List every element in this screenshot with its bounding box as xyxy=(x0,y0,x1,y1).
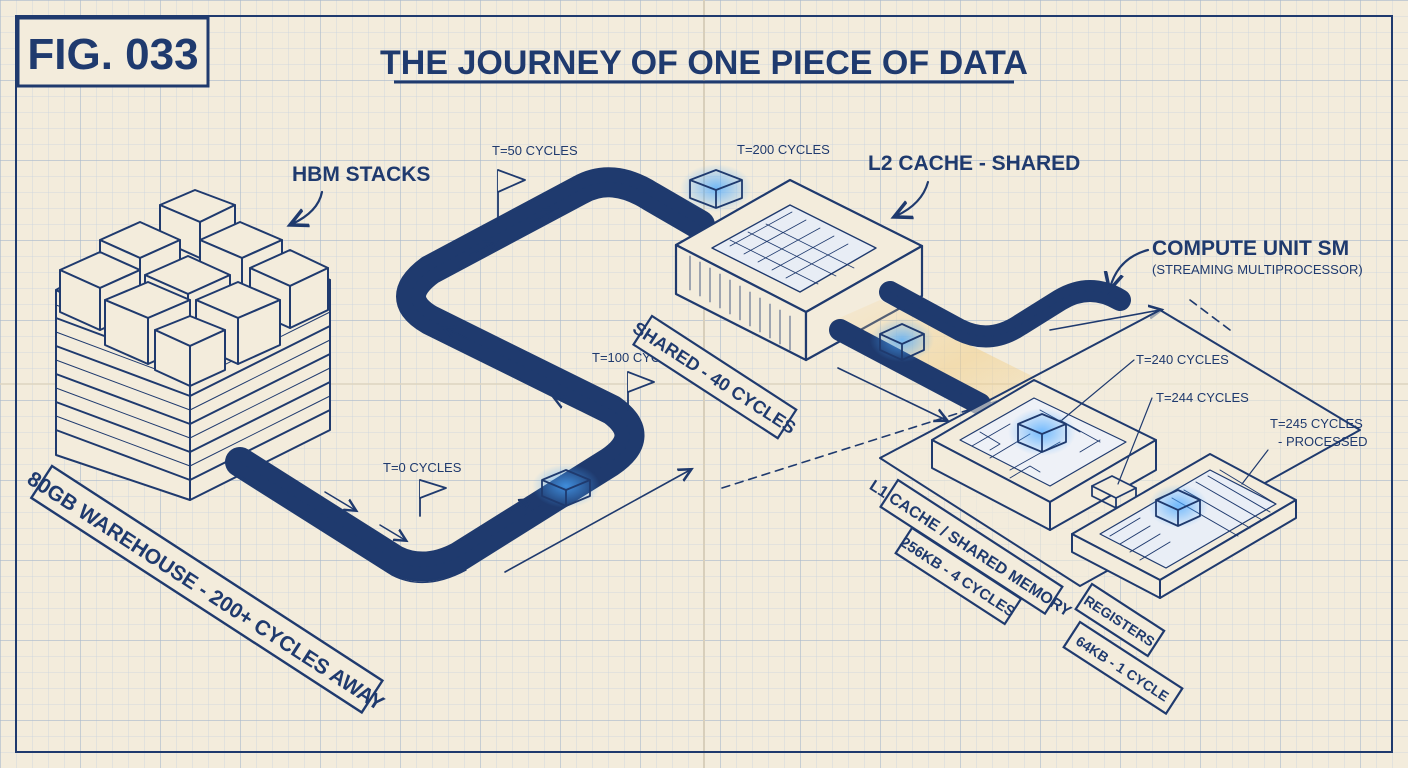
figure-number-box: FIG. 033 xyxy=(18,18,208,86)
data-packet-l1 xyxy=(1008,408,1076,456)
sm-label: COMPUTE UNIT SM xyxy=(1152,237,1349,260)
data-packet-registers xyxy=(1148,484,1208,528)
t240-label: T=240 CYCLES xyxy=(1136,352,1229,367)
sm-sublabel: (STREAMING MULTIPROCESSOR) xyxy=(1152,262,1363,277)
data-packet-l2-exit xyxy=(870,318,934,362)
figure-number: FIG. 033 xyxy=(27,30,198,79)
t245-sublabel: - PROCESSED xyxy=(1278,434,1368,449)
data-packet-t0 xyxy=(532,464,600,508)
t0-label: T=0 CYCLES xyxy=(383,460,462,475)
t50-label: T=50 CYCLES xyxy=(492,143,578,158)
hbm-label: HBM STACKS xyxy=(292,163,430,186)
l2-label: L2 CACHE - SHARED xyxy=(868,152,1080,175)
t200-label: T=200 CYCLES xyxy=(737,142,830,157)
t245-label: T=245 CYCLES xyxy=(1270,416,1363,431)
title-block: THE JOURNEY OF ONE PIECE OF DATA xyxy=(380,44,1028,82)
t244-label: T=244 CYCLES xyxy=(1156,390,1249,405)
page-title: THE JOURNEY OF ONE PIECE OF DATA xyxy=(380,44,1028,82)
data-packet-t200 xyxy=(680,164,752,212)
